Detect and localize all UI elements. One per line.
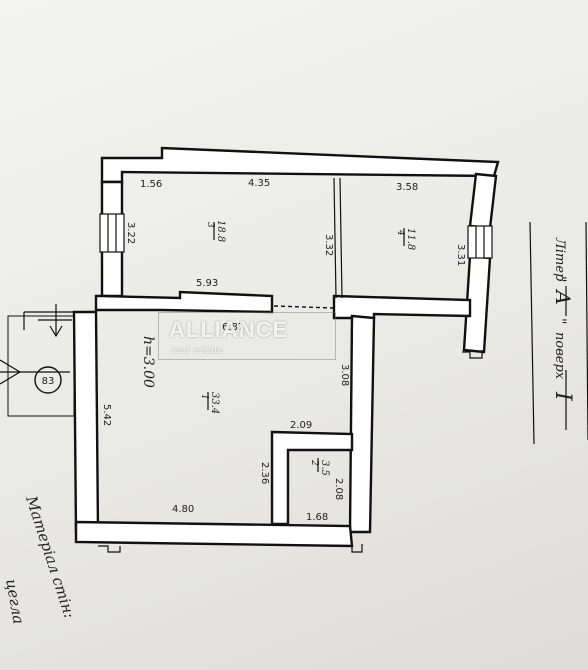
- stamp-letter: А: [551, 288, 575, 305]
- dim-3-58: 3.58: [396, 182, 418, 193]
- left-window: [99, 213, 125, 253]
- material-label: Матеріал стін:: [22, 493, 79, 621]
- dim-3-32: 3.32: [323, 234, 334, 256]
- svg-text:": ": [552, 276, 568, 282]
- dim-6-87: 6.87: [222, 322, 244, 333]
- svg-text:": ": [552, 318, 568, 324]
- bottom-right-mark: [346, 544, 363, 553]
- right-window: [467, 225, 493, 259]
- circle-marker-label: 83: [42, 376, 55, 387]
- partition-3-4-inner: [339, 177, 343, 299]
- right-lower-wall: [348, 314, 376, 534]
- room-1-label: 1 33.4: [199, 392, 220, 414]
- entrance-marker: [0, 304, 75, 417]
- right-corner-mark: [462, 350, 483, 359]
- middle-wall-right: [332, 294, 472, 320]
- bottom-wall: [74, 520, 354, 548]
- watermark-sub: real estate: [171, 345, 225, 355]
- room-3-label: 3 18.8: [205, 220, 226, 242]
- dim-2-09: 2.09: [290, 420, 312, 431]
- ceiling-height: h=3.00: [140, 336, 156, 388]
- room-4-area: 11.8: [405, 228, 416, 250]
- room-1-area: 33.4: [209, 392, 220, 414]
- alliance-watermark: ALLIANCE real estate: [158, 312, 336, 360]
- room-4-number: 4: [395, 229, 405, 236]
- stamp-floor: I: [550, 391, 575, 402]
- dim-5-93: 5.93: [196, 278, 218, 289]
- opening-dashed-line: [273, 305, 335, 309]
- room-3-number: 3: [205, 222, 215, 228]
- dim-3-08: 3.08: [339, 364, 350, 386]
- room-2-area: 3.5: [319, 460, 330, 476]
- room-1-number: 1: [199, 394, 209, 400]
- dim-3-31: 3.31: [455, 244, 466, 266]
- dim-4-80: 4.80: [172, 504, 194, 515]
- material-value: цегла: [2, 578, 28, 626]
- middle-wall: [94, 290, 274, 314]
- material-note: Матеріал стін: цегла: [2, 493, 79, 626]
- room-3-area: 18.8: [215, 220, 226, 242]
- stamp-label: Літер: [552, 237, 567, 282]
- circle-marker-outline: [34, 366, 62, 394]
- top-wall: [100, 146, 500, 184]
- dim-4-35: 4.35: [248, 178, 270, 189]
- watermark-brand: ALLIANCE: [169, 317, 289, 342]
- bottom-left-mark: [98, 545, 121, 553]
- dim-2-08: 2.08: [333, 478, 344, 500]
- right-wall-upper: [468, 172, 498, 230]
- left-lower-wall: [72, 310, 100, 534]
- dim-1-56: 1.56: [140, 179, 162, 190]
- dim-3-22: 3.22: [125, 222, 136, 244]
- room-2-label: 2 3.5: [309, 458, 330, 476]
- room-4-label: 4 11.8: [395, 228, 416, 250]
- stamp-floor-word: поверх: [552, 332, 567, 380]
- partition-3-4: [333, 177, 337, 299]
- room-2-number: 2: [309, 459, 319, 466]
- dim-1-68: 1.68: [306, 512, 328, 523]
- bathroom-top-wall: [270, 430, 354, 526]
- dim-5-42: 5.42: [101, 404, 112, 426]
- dim-2-36: 2.36: [259, 462, 270, 484]
- stamp-block: Літер " А " поверх I: [529, 221, 588, 445]
